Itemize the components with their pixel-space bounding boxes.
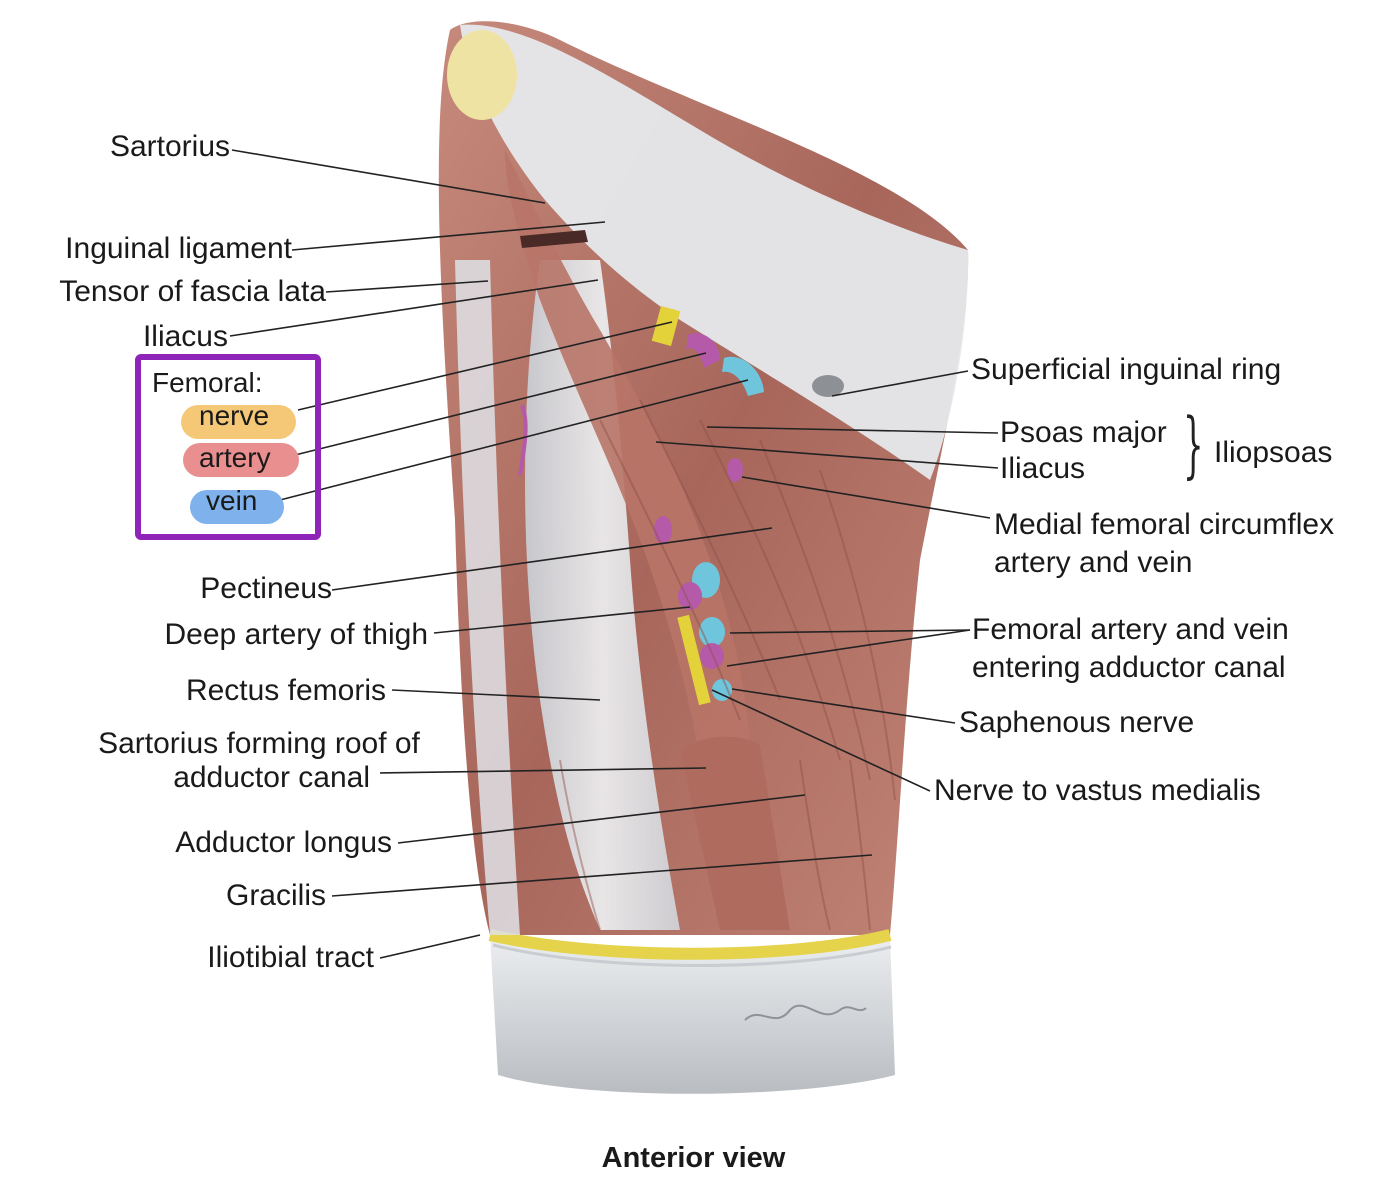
thigh-stump — [490, 935, 895, 1094]
label-superficial-inguinal-ring: Superficial inguinal ring — [971, 353, 1282, 386]
label-inguinal-ligament: Inguinal ligament — [65, 232, 292, 265]
legend-artery-label: artery — [199, 442, 271, 473]
label-pectineus: Pectineus — [200, 572, 332, 605]
label-nerve-vastus-medialis: Nerve to vastus medialis — [934, 774, 1261, 807]
fascia-top — [460, 24, 969, 480]
label-medial-circumflex-line2: artery and vein — [994, 546, 1193, 579]
legend-title: Femoral: — [152, 367, 263, 398]
label-iliacus-left: Iliacus — [142, 320, 228, 353]
label-sartorius: Sartorius — [109, 130, 230, 163]
legend-nerve-swatch — [181, 405, 296, 439]
legend-vein-label: vein — [206, 485, 258, 516]
label-medial-circumflex: Medial femoral circumflex artery and vei… — [994, 508, 1334, 580]
iliotibial-strip — [455, 260, 520, 935]
femoral-legend-box — [135, 354, 321, 540]
label-deep-artery-thigh: Deep artery of thigh — [164, 618, 428, 651]
label-rectus-femoris: Rectus femoris — [185, 674, 386, 707]
legend-vein-swatch — [190, 490, 284, 524]
label-adductor-longus: Adductor longus — [175, 826, 392, 859]
label-femoral-entering: Femoral artery and vein entering adducto… — [972, 613, 1289, 685]
label-gracilis: Gracilis — [225, 879, 326, 912]
label-sartorius-roof-line1: Sartorius forming roof of — [98, 727, 420, 760]
label-medial-circumflex-line1: Medial femoral circumflex — [994, 508, 1335, 541]
label-iliotibial-tract: Iliotibial tract — [207, 941, 374, 974]
label-psoas-major: Psoas major — [1000, 416, 1167, 449]
label-tensor-fascia-lata: Tensor of fascia lata — [59, 275, 326, 308]
label-saphenous-nerve: Saphenous nerve — [959, 706, 1195, 739]
label-sartorius-roof: Sartorius forming roof of adductor canal — [76, 727, 442, 795]
iliopsoas-brace: } — [1183, 402, 1204, 486]
label-femoral-entering-line2: entering adductor canal — [972, 651, 1286, 684]
label-femoral-entering-line1: Femoral artery and vein — [972, 613, 1289, 646]
label-iliacus-right: Iliacus — [1000, 452, 1086, 485]
label-sartorius-roof-line2: adductor canal — [173, 761, 370, 794]
artist-signature — [744, 1004, 867, 1021]
figure-caption: Anterior view — [601, 1142, 786, 1174]
legend-nerve-label: nerve — [199, 400, 270, 431]
leader-lines — [229, 149, 999, 959]
label-iliopsoas: Iliopsoas — [1214, 436, 1333, 469]
fat-ring — [488, 929, 892, 960]
legend-artery-swatch — [183, 443, 299, 477]
